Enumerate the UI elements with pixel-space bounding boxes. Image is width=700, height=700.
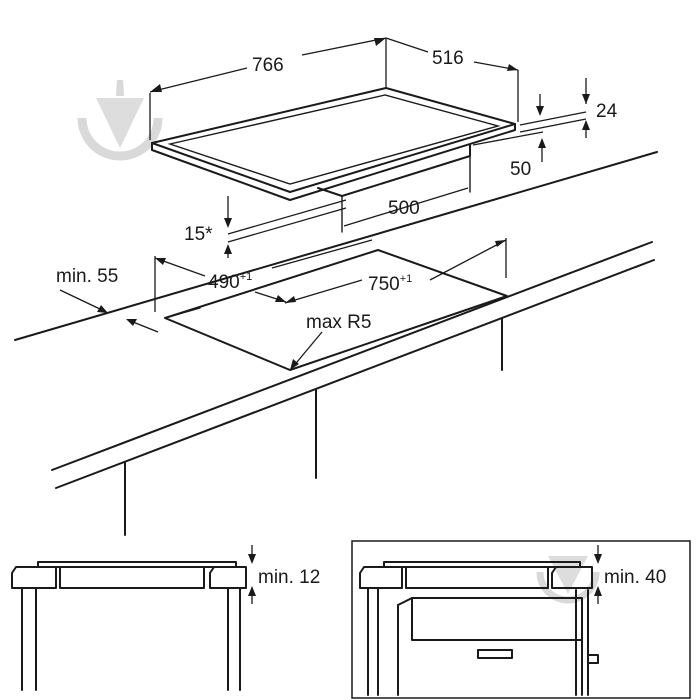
arrowhead <box>285 296 296 303</box>
arrowhead <box>582 120 590 130</box>
dimension-516-label: 516 <box>432 48 464 69</box>
right-clearance-label: min. 40 <box>604 567 666 588</box>
dimension-15: 15* <box>184 196 347 258</box>
detail-right: min. 40 <box>351 540 691 699</box>
dimension-490: 490+1 <box>154 256 287 312</box>
arrowhead <box>594 586 602 596</box>
dimension-766: 766 <box>149 37 387 140</box>
worktop-back-edge <box>14 151 658 341</box>
arrowhead <box>150 84 162 92</box>
dimension-500: 500 <box>343 187 469 227</box>
dimension-50: 50 <box>472 131 546 180</box>
arrowhead <box>290 359 299 370</box>
worktop-front-top-edge <box>51 241 653 471</box>
arrowhead <box>275 295 286 302</box>
dimension-24-label: 24 <box>596 101 618 122</box>
hob-inner-panel <box>167 94 501 185</box>
oven-handle <box>477 649 513 659</box>
arrowhead <box>594 554 602 564</box>
worktop <box>14 151 658 536</box>
arrowhead <box>97 305 108 313</box>
dimension-24: 24 <box>519 78 618 138</box>
worktop-front-bottom-edge <box>55 259 655 489</box>
dimension-min-55: min. 55 <box>56 266 159 333</box>
dimension-min-55-label: min. 55 <box>56 266 118 287</box>
worktop-cutout <box>164 249 508 371</box>
hob-glass <box>37 561 237 568</box>
arrowhead <box>248 586 256 596</box>
dimension-490-value: 490 <box>208 272 240 293</box>
hob-glass <box>383 561 581 568</box>
arrowhead <box>126 319 137 326</box>
left-clearance-label: min. 12 <box>258 567 320 588</box>
arrowhead <box>374 38 386 46</box>
arrowhead <box>582 94 590 104</box>
hob-front-edge <box>151 123 516 201</box>
hob <box>151 87 516 233</box>
dimension-750: 750+1 <box>271 238 507 304</box>
dimension-750-label: 750+1 <box>368 273 412 295</box>
brand-watermark-icon <box>77 80 163 161</box>
corner-radius-callout: max R5 <box>290 312 371 370</box>
arrowhead <box>155 258 166 265</box>
detail-left: min. 12 <box>11 545 320 691</box>
dimension-490-label: 490+1 <box>208 271 252 293</box>
dimension-516: 516 <box>385 37 519 122</box>
oven <box>397 597 583 696</box>
hob-under-box <box>317 144 471 197</box>
hob-top-surface <box>151 87 516 193</box>
dimension-490-tolerance: +1 <box>240 271 253 283</box>
dimension-750-value: 750 <box>368 274 400 295</box>
hob-body <box>59 566 205 589</box>
brand-watermark-icon <box>536 556 600 604</box>
dimension-50-label: 50 <box>510 159 531 180</box>
arrowhead <box>538 138 546 148</box>
dimension-750-tolerance: +1 <box>400 273 413 285</box>
arrowhead <box>495 240 506 247</box>
arrowhead <box>248 554 256 564</box>
arrowhead <box>224 218 232 228</box>
dimension-766-label: 766 <box>252 55 284 76</box>
oven-knob <box>587 654 599 664</box>
hob-body <box>405 566 549 589</box>
dimension-15-label: 15* <box>184 224 213 245</box>
arrowhead <box>507 64 518 71</box>
corner-radius-label: max R5 <box>306 312 371 333</box>
detail-frame <box>351 540 691 699</box>
arrowhead <box>224 244 232 254</box>
arrowhead <box>536 106 544 116</box>
dimension-500-label: 500 <box>388 198 420 219</box>
